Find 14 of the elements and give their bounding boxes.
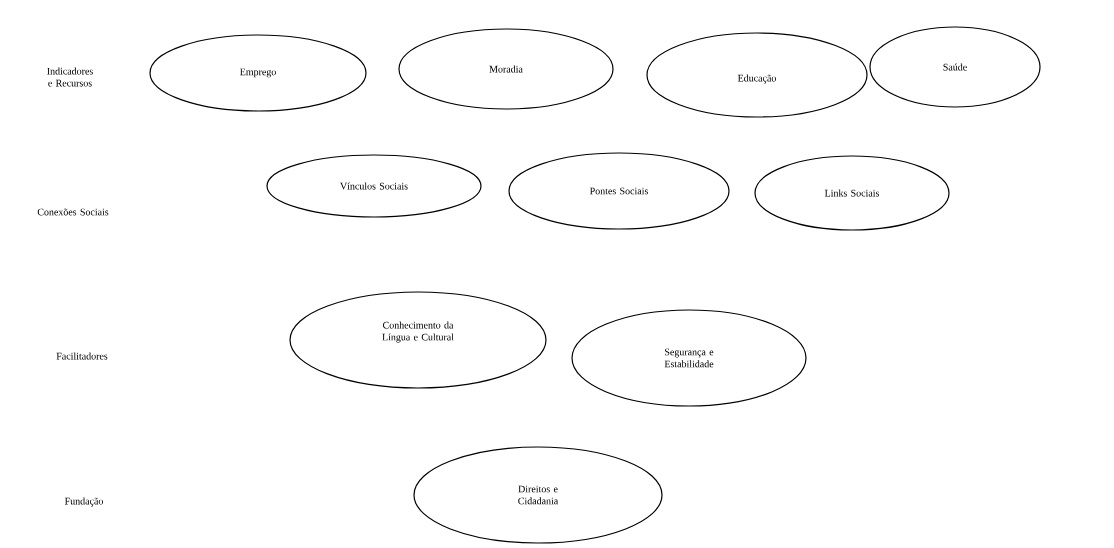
ellipse-node: Emprego [149, 34, 367, 112]
ellipse-node: Vínculos Sociais [266, 154, 482, 218]
row-label: Conexões Sociais [37, 208, 109, 216]
ellipse-node: Moradia [398, 28, 614, 110]
ellipse-node: Segurança e Estabilidade [571, 309, 807, 407]
ellipse-node: Saúde [869, 26, 1041, 108]
ellipse-node: Pontes Sociais [508, 152, 730, 230]
row-label: Fundação [64, 497, 103, 507]
row-label: Facilitadores [56, 352, 108, 360]
ellipse-node: Educação [646, 32, 868, 118]
ellipse-node: Conhecimento da Língua e Cultural [289, 291, 547, 389]
ellipse-node: Direitos e Cidadania [413, 446, 663, 544]
row-label: Indicadores e Recursos [47, 67, 93, 87]
ellipse-node: Links Sociais [754, 155, 950, 231]
